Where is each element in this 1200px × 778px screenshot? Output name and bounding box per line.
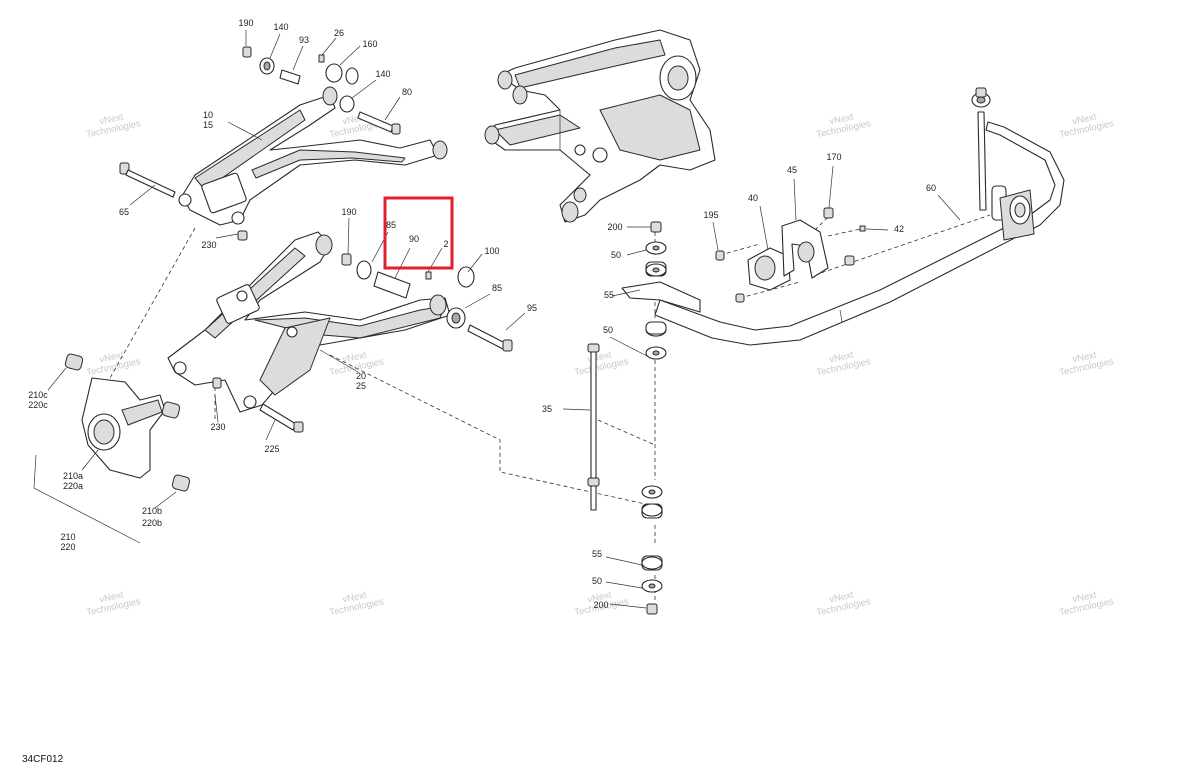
lower-a-arm — [167, 231, 451, 413]
callout-c42: 42 — [894, 224, 904, 234]
callout-c195: 195 — [703, 210, 718, 220]
callout-c170: 170 — [826, 152, 841, 162]
callout-c140a: 140 — [273, 22, 288, 32]
callout-c210b: 210b — [142, 506, 162, 516]
callout-c25: 25 — [356, 381, 366, 391]
callout-c55b: 55 — [592, 549, 602, 559]
callout-c210a: 210a — [63, 471, 83, 481]
callout-c15: 15 — [203, 120, 213, 130]
watermark-line: vNext — [586, 590, 612, 606]
callout-c140b: 140 — [375, 69, 390, 79]
callout-c50c: 50 — [592, 576, 602, 586]
watermark-line: vNext — [828, 590, 854, 606]
callout-c80: 80 — [402, 87, 412, 97]
watermark-line: vNext — [1071, 112, 1097, 128]
watermark-line: vNext — [828, 112, 854, 128]
drawing-reference-code: 34CF012 — [22, 754, 64, 765]
callout-leaders — [47, 30, 961, 609]
callout-c190b: 190 — [341, 207, 356, 217]
callout-c45: 45 — [787, 165, 797, 175]
watermark-line: vNext — [98, 590, 124, 606]
stabilizer-link-hardware — [587, 221, 701, 615]
callout-c50a: 50 — [611, 250, 621, 260]
callout-c85b: 85 — [492, 283, 502, 293]
callout-c220c: 220c — [28, 400, 48, 410]
lower-arm-hardware — [212, 253, 513, 433]
callout-c40: 40 — [748, 193, 758, 203]
callout-c85a: 85 — [386, 220, 396, 230]
rear-subframe — [484, 29, 716, 223]
callout-c200a: 200 — [607, 222, 622, 232]
callout-c10: 10 — [203, 110, 213, 120]
nut-230-upper — [237, 230, 248, 241]
callout-c220: 220 — [60, 542, 75, 552]
bar-bushing-clamp — [715, 207, 866, 303]
watermark-line: vNext — [98, 112, 124, 128]
highlight-box — [383, 196, 454, 270]
callout-c220a: 220a — [63, 481, 83, 491]
callout-c65: 65 — [119, 207, 129, 217]
watermark-line: vNext — [1071, 590, 1097, 606]
callout-c100: 100 — [484, 246, 499, 256]
knuckle-assembly — [33, 353, 191, 544]
watermark-line: vNext — [1071, 350, 1097, 366]
callout-c220b: 220b — [142, 518, 162, 528]
callout-c160: 160 — [362, 39, 377, 49]
callout-c26: 26 — [334, 28, 344, 38]
callout-c35: 35 — [542, 404, 552, 414]
callout-c50b: 50 — [603, 325, 613, 335]
callout-c225: 225 — [264, 444, 279, 454]
callout-c2: 2 — [443, 239, 448, 249]
callout-c55a: 55 — [604, 290, 614, 300]
callout-c93: 93 — [299, 35, 309, 45]
callout-c20: 20 — [356, 371, 366, 381]
watermark-line: vNext — [341, 590, 367, 606]
bolt-65 — [119, 162, 176, 198]
watermark-line: vNext — [341, 350, 367, 366]
upper-arm-hardware — [242, 46, 401, 135]
anti-roll-bar — [654, 87, 1065, 346]
callout-c90: 90 — [409, 234, 419, 244]
callout-c230b: 230 — [210, 422, 225, 432]
callout-c210c: 210c — [28, 390, 48, 400]
callout-c95: 95 — [527, 303, 537, 313]
callout-c230a: 230 — [201, 240, 216, 250]
callout-c60: 60 — [926, 183, 936, 193]
upper-a-arm — [178, 86, 448, 226]
callout-c200b: 200 — [593, 600, 608, 610]
watermark-line: vNext — [98, 350, 124, 366]
watermark-line: vNext — [828, 350, 854, 366]
callout-c210: 210 — [60, 532, 75, 542]
callout-c190a: 190 — [238, 18, 253, 28]
